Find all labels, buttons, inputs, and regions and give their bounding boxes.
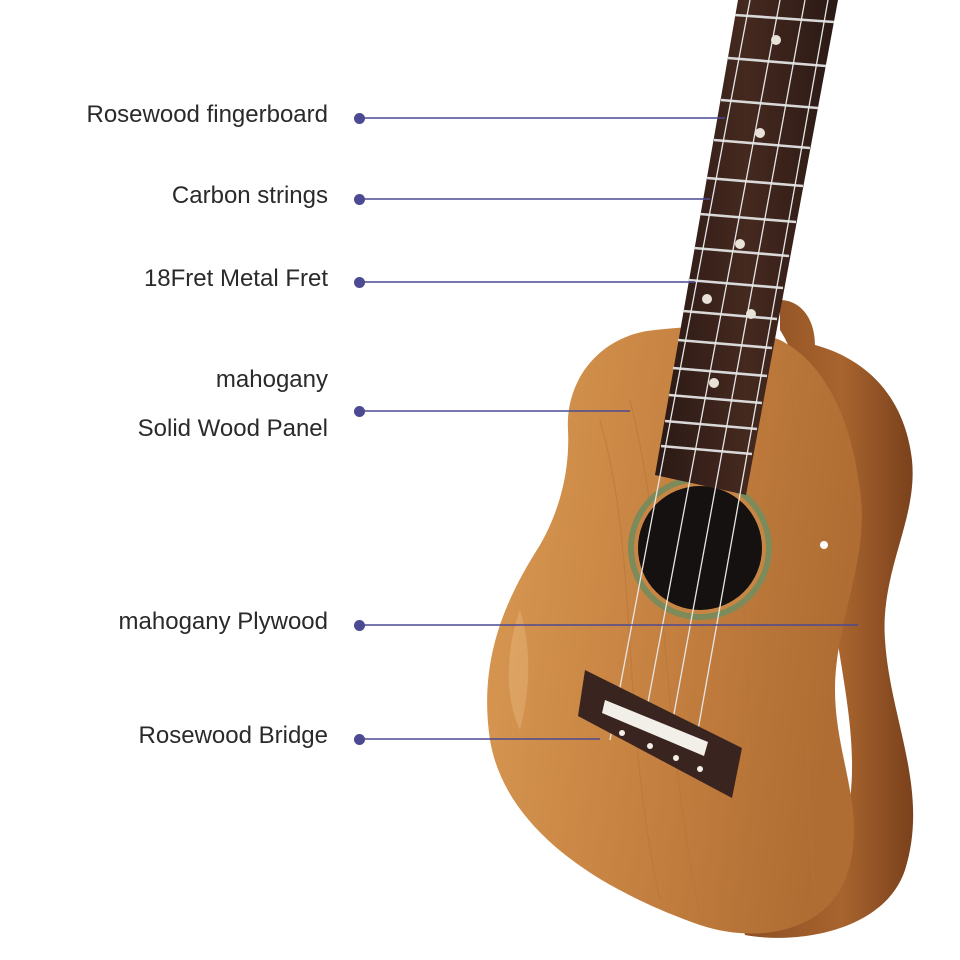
leader-line-mahogany-plywood [359, 624, 858, 626]
label-carbon-strings: Carbon strings [172, 182, 328, 211]
leader-line-rosewood-bridge [359, 738, 600, 740]
fret-markers [702, 35, 781, 388]
label-line: Carbon strings [171, 181, 328, 209]
frets [660, 13, 835, 456]
label-line: Rosewood fingerboard [86, 100, 329, 128]
side-marker-dot [820, 541, 828, 549]
label-line: 18Fret Metal Fret [143, 264, 328, 292]
gloss-highlight [508, 610, 529, 730]
label-line: Rosewood Bridge [138, 721, 328, 749]
body-top [487, 327, 862, 934]
label-rosewood-fingerboard: Rosewood fingerboard [87, 101, 329, 130]
leader-line-carbon-strings [359, 198, 710, 200]
leader-line-rosewood-fingerboard [359, 117, 725, 119]
label-metal-fret: 18Fret Metal Fret [144, 265, 328, 294]
leader-line-metal-fret [359, 281, 695, 283]
leader-line-mahogany-solid-wood-panel [359, 410, 630, 412]
sound-hole [638, 486, 762, 610]
label-rosewood-bridge: Rosewood Bridge [139, 722, 328, 751]
bridge-pins [619, 730, 703, 772]
label-line: mahogany [215, 366, 328, 393]
label-line: mahogany Plywood [118, 607, 328, 635]
body-side [735, 300, 914, 938]
saddle [602, 700, 708, 756]
label-mahogany-plywood: mahogany Plywood [119, 608, 328, 637]
label-line: Solid Wood Panel [137, 414, 328, 442]
strings [609, 0, 829, 759]
